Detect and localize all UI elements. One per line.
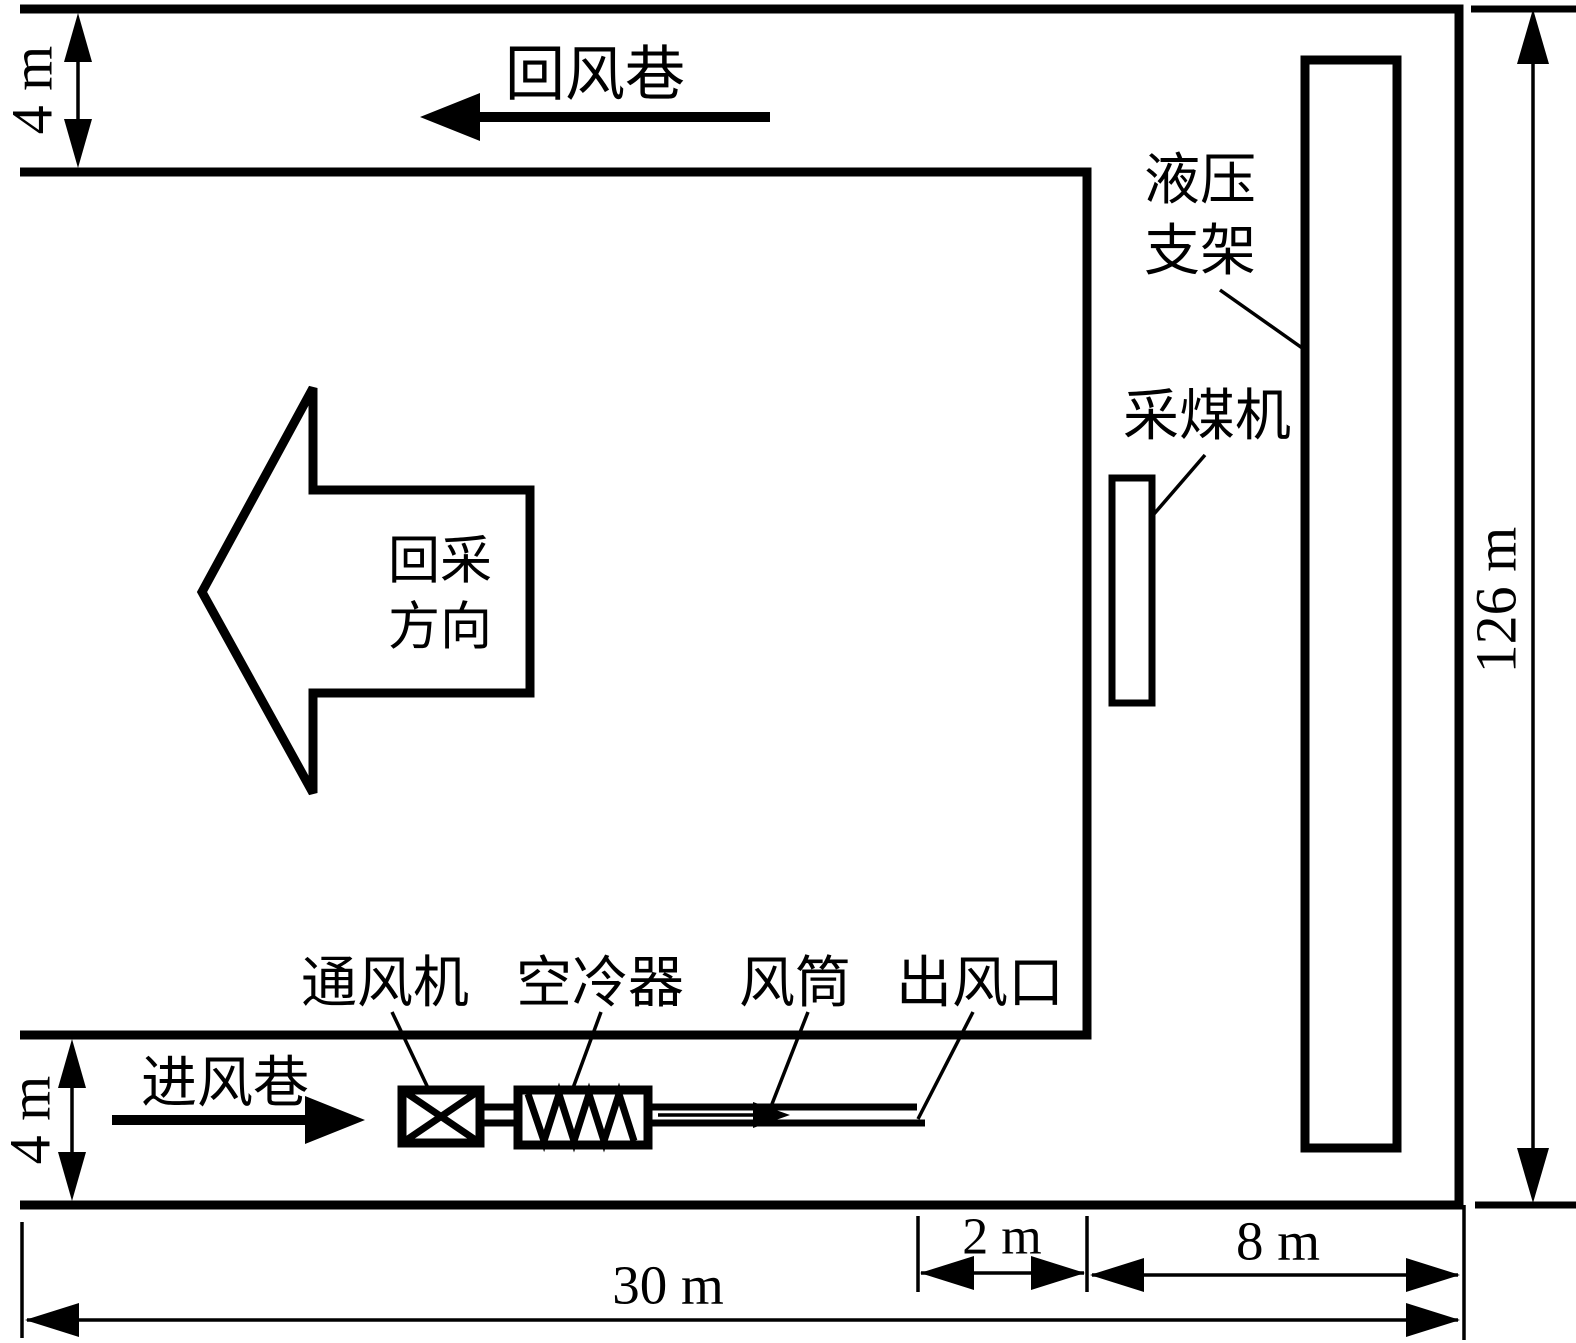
label-mining-direction-line2: 方向: [388, 600, 492, 657]
leader-hydraulic-support: [1218, 288, 1307, 352]
duct-flow-arrow-head: [753, 1102, 790, 1128]
return-air-arrow: [420, 93, 770, 141]
label-hydraulic-support-line2: 支架: [1144, 221, 1256, 283]
dim-label-2m: 2 m: [962, 1209, 1041, 1266]
label-intake-airway: 进风巷: [141, 1053, 309, 1115]
leader-air-duct: [770, 1011, 810, 1105]
dim-label-4m-top: 4 m: [0, 46, 65, 135]
dim-8m: [1090, 1258, 1460, 1292]
label-shearer: 采煤机: [1123, 386, 1291, 448]
fan-cooler-connector: [480, 1103, 518, 1127]
intake-air-arrow: [112, 1096, 365, 1144]
cooler-coil: [524, 1082, 638, 1153]
air-cooler-symbol: [513, 1082, 653, 1153]
label-fan: 通风机: [301, 953, 469, 1015]
dim-4m-top: [64, 13, 92, 168]
dim-label-8m: 8 m: [1236, 1211, 1320, 1272]
label-air-duct: 风筒: [739, 953, 851, 1015]
fan-symbol: [397, 1085, 485, 1148]
shearer-rect: [1108, 474, 1156, 707]
leader-fan: [390, 1011, 430, 1089]
leader-air-cooler: [571, 1011, 603, 1089]
label-return-airway: 回风巷: [505, 42, 685, 108]
dim-126m: [1517, 9, 1549, 1203]
dim-4m-bottom: [58, 1039, 86, 1201]
dim-30m: [20, 1222, 1460, 1338]
hydraulic-support-rect: [1300, 55, 1402, 1153]
label-mining-direction-line1: 回采: [388, 534, 492, 591]
label-air-cooler: 空冷器: [516, 953, 684, 1015]
label-hydraulic-support-line1: 液压: [1144, 150, 1256, 212]
label-air-outlet: 出风口: [896, 953, 1064, 1015]
leader-air-outlet: [916, 1011, 975, 1120]
leader-shearer: [1152, 453, 1207, 516]
dim-label-4m-bottom: 4 m: [0, 1076, 63, 1165]
dim-label-30m: 30 m: [612, 1255, 724, 1316]
dim-2m: [916, 1216, 1089, 1292]
mining-direction-arrow: [196, 385, 535, 796]
fan-cross-diagonal-2: [400, 1087, 482, 1146]
air-duct-symbol: [648, 1102, 925, 1128]
outer-boundary: [20, 4, 1464, 1210]
goaf-face-boundary: [20, 167, 1092, 1040]
dim-label-126m: 126 m: [1464, 527, 1529, 674]
